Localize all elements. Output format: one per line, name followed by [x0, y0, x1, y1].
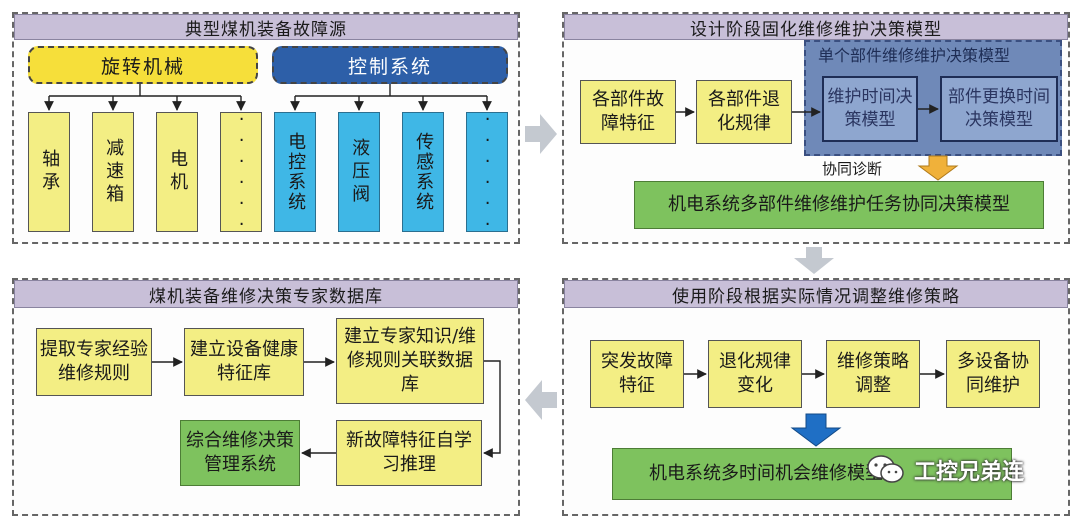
watermark-text: 工控兄弟连 — [914, 460, 1025, 485]
component-fault-feature: 各部件故障特征 — [580, 80, 676, 144]
fault-source-title: 典型煤机装备故障源 — [14, 14, 518, 40]
item-bearing: 轴承 — [28, 112, 70, 232]
item-electric-control: 电控系统 — [274, 112, 316, 232]
item-gearbox: 减速箱 — [92, 112, 134, 232]
integrated-maintenance-system: 综合维修决策管理系统 — [180, 420, 300, 486]
degradation-law-change: 退化规律变化 — [708, 340, 802, 408]
item-sensor-system: 传感系统 — [402, 112, 444, 232]
maintenance-time-model: 维护时间决策模型 — [822, 76, 918, 142]
item-more-mech: ······ — [220, 109, 262, 235]
usage-stage-title: 使用阶段根据实际情况调整维修策略 — [564, 280, 1068, 308]
maintenance-strategy-adjust: 维修策略调整 — [826, 340, 920, 408]
component-degradation-law: 各部件退化规律 — [696, 80, 792, 144]
watermark: 工控兄弟连 — [866, 454, 1024, 486]
sudden-fault-feature: 突发故障特征 — [590, 340, 684, 408]
build-health-feature-library: 建立设备健康特征库 — [184, 328, 304, 396]
wechat-icon — [867, 455, 904, 483]
new-fault-self-learning: 新故障特征自学习推理 — [336, 420, 482, 486]
multi-component-collaborative-model: 机电系统多部件维修维护任务协同决策模型 — [634, 181, 1044, 229]
single-component-model-title: 单个部件维修维护决策模型 — [818, 46, 1011, 65]
collaborative-diagnosis-label: 协同诊断 — [822, 160, 883, 178]
expert-database-title: 煤机装备维修决策专家数据库 — [14, 280, 518, 308]
extract-expert-rules: 提取专家经验维修规则 — [36, 328, 152, 396]
design-stage-title: 设计阶段固化维修维护决策模型 — [564, 14, 1068, 40]
item-motor: 电机 — [156, 112, 198, 232]
control-system-group: 控制系统 — [272, 46, 508, 84]
item-more-ctrl: ······ — [466, 109, 508, 235]
rotating-machinery-group: 旋转机械 — [28, 46, 258, 84]
replacement-time-model: 部件更换时间决策模型 — [940, 76, 1058, 142]
build-knowledge-rule-database: 建立专家知识/维修规则关联数据库 — [336, 318, 484, 404]
multi-device-collaborative-maintenance: 多设备协同维护 — [946, 340, 1040, 408]
multi-time-opportunity-model: 机电系统多时间机会维修模型 — [612, 448, 1012, 500]
item-hydraulic-valve: 液压阀 — [338, 112, 380, 232]
